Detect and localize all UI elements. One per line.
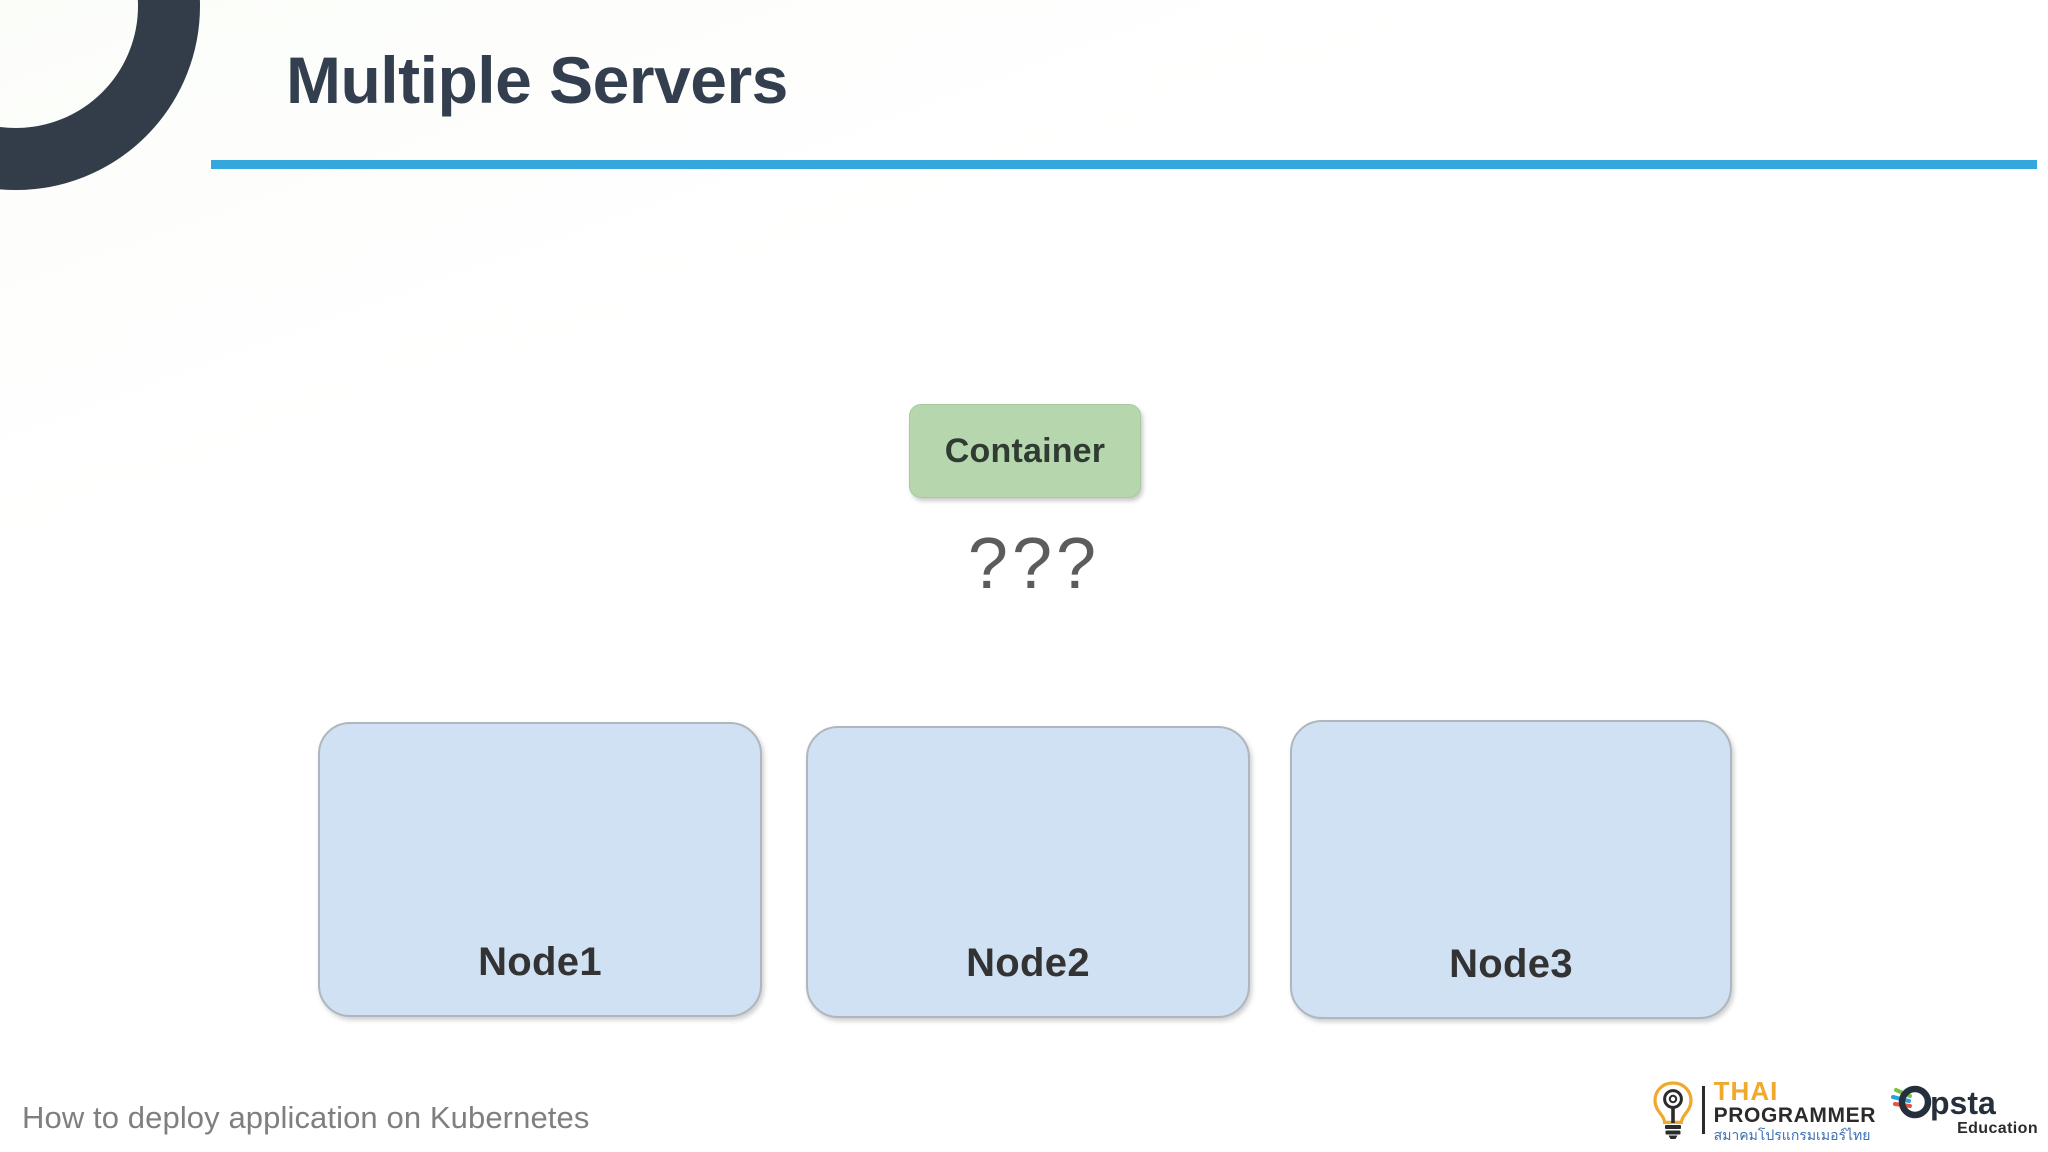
title-underline-rule bbox=[211, 160, 2037, 169]
opsta-logo: psta Education bbox=[1890, 1078, 2040, 1142]
question-marks-text: ??? bbox=[967, 524, 1101, 604]
opsta-tagline: Education bbox=[1957, 1120, 2038, 1137]
thai-programmer-logo: THAI PROGRAMMER สมาคมโปรแกรมเมอร์ไทย bbox=[1650, 1078, 1876, 1142]
page-title: Multiple Servers bbox=[286, 43, 788, 117]
opsta-wordmark-icon: psta bbox=[1891, 1085, 1996, 1121]
thai-programmer-line-3: สมาคมโปรแกรมเมอร์ไทย bbox=[1713, 1127, 1871, 1143]
container-box: Container bbox=[909, 404, 1141, 498]
thai-programmer-line-2: PROGRAMMER bbox=[1713, 1104, 1876, 1127]
thai-programmer-line-1: THAI bbox=[1713, 1076, 1779, 1106]
svg-text:psta: psta bbox=[1930, 1085, 1996, 1121]
node-box-1: Node1 bbox=[318, 722, 762, 1017]
footer-caption: How to deploy application on Kubernetes bbox=[22, 1100, 590, 1135]
logo-divider bbox=[1701, 1086, 1705, 1134]
node-box-3: Node3 bbox=[1290, 720, 1732, 1019]
thai-programmer-wordmark: THAI PROGRAMMER สมาคมโปรแกรมเมอร์ไทย bbox=[1714, 1078, 1876, 1142]
lightbulb-gear-icon bbox=[1653, 1081, 1693, 1139]
footer-logos: THAI PROGRAMMER สมาคมโปรแกรมเมอร์ไทย pst… bbox=[1650, 1078, 2040, 1142]
corner-arc-decoration bbox=[0, 0, 200, 190]
node-box-1-label: Node1 bbox=[478, 940, 602, 984]
node-box-2: Node2 bbox=[806, 726, 1250, 1018]
container-box-label: Container bbox=[944, 431, 1106, 470]
node-box-3-label: Node3 bbox=[1449, 942, 1573, 986]
node-box-2-label: Node2 bbox=[966, 941, 1090, 985]
unknown-connector-label: ??? bbox=[0, 528, 2048, 600]
